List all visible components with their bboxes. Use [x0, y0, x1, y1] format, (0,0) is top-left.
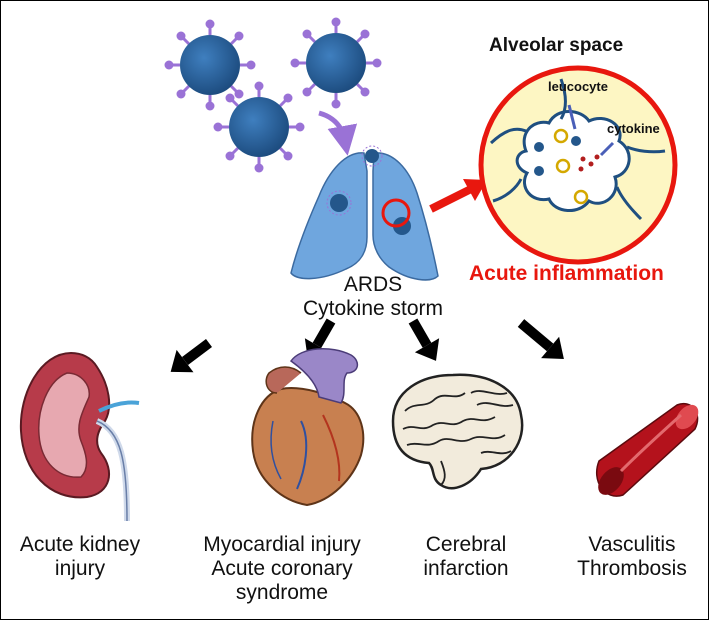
vessel-caption-line1: Vasculitis [588, 533, 676, 556]
lungs-icon [290, 145, 439, 281]
blood-vessel-icon [595, 402, 699, 497]
arrow-to-vessel [517, 319, 564, 359]
alveolar-space-title: Alveolar space [489, 35, 624, 56]
kidney-caption-line1: Acute kidney [19, 533, 141, 556]
ards-label: ARDS [343, 273, 403, 296]
cytokine-label: cytokine [607, 121, 660, 136]
heart-icon [251, 348, 365, 507]
virus-icon [213, 81, 305, 173]
lungs-caption: ARDS Cytokine storm [283, 273, 463, 321]
organ-arrows [170, 318, 564, 373]
heart-caption: Myocardial injury Acute coronary syndrom… [177, 533, 387, 605]
kidney-caption: Acute kidney injury [5, 533, 155, 581]
acute-inflammation-label: Acute inflammation [469, 262, 664, 285]
kidney-icon [19, 351, 140, 522]
kidney-caption-line2: injury [54, 557, 106, 580]
virus-icon [164, 19, 256, 111]
brain-caption-line2: infarction [423, 557, 509, 580]
heart-caption-line2: Acute coronary [211, 557, 353, 580]
arrow-to-brain [408, 318, 440, 361]
brain-icon [391, 373, 524, 490]
zoom-arrow [429, 179, 487, 213]
alveolar-space-diagram [478, 65, 678, 265]
brain-caption: Cerebral infarction [401, 533, 531, 581]
heart-caption-line1: Myocardial injury [203, 533, 361, 556]
cytokine-storm-label: Cytokine storm [302, 297, 444, 320]
arrow-to-kidney [170, 339, 213, 373]
virus-icon [290, 17, 382, 109]
infection-arrow [318, 110, 358, 156]
brain-caption-line1: Cerebral [425, 533, 507, 556]
vessel-caption: Vasculitis Thrombosis [557, 533, 707, 581]
vessel-caption-line2: Thrombosis [577, 557, 687, 580]
leucocyte-label: leucocyte [548, 79, 608, 94]
heart-caption-line3: syndrome [235, 581, 329, 604]
inflammation-marker [381, 198, 411, 228]
